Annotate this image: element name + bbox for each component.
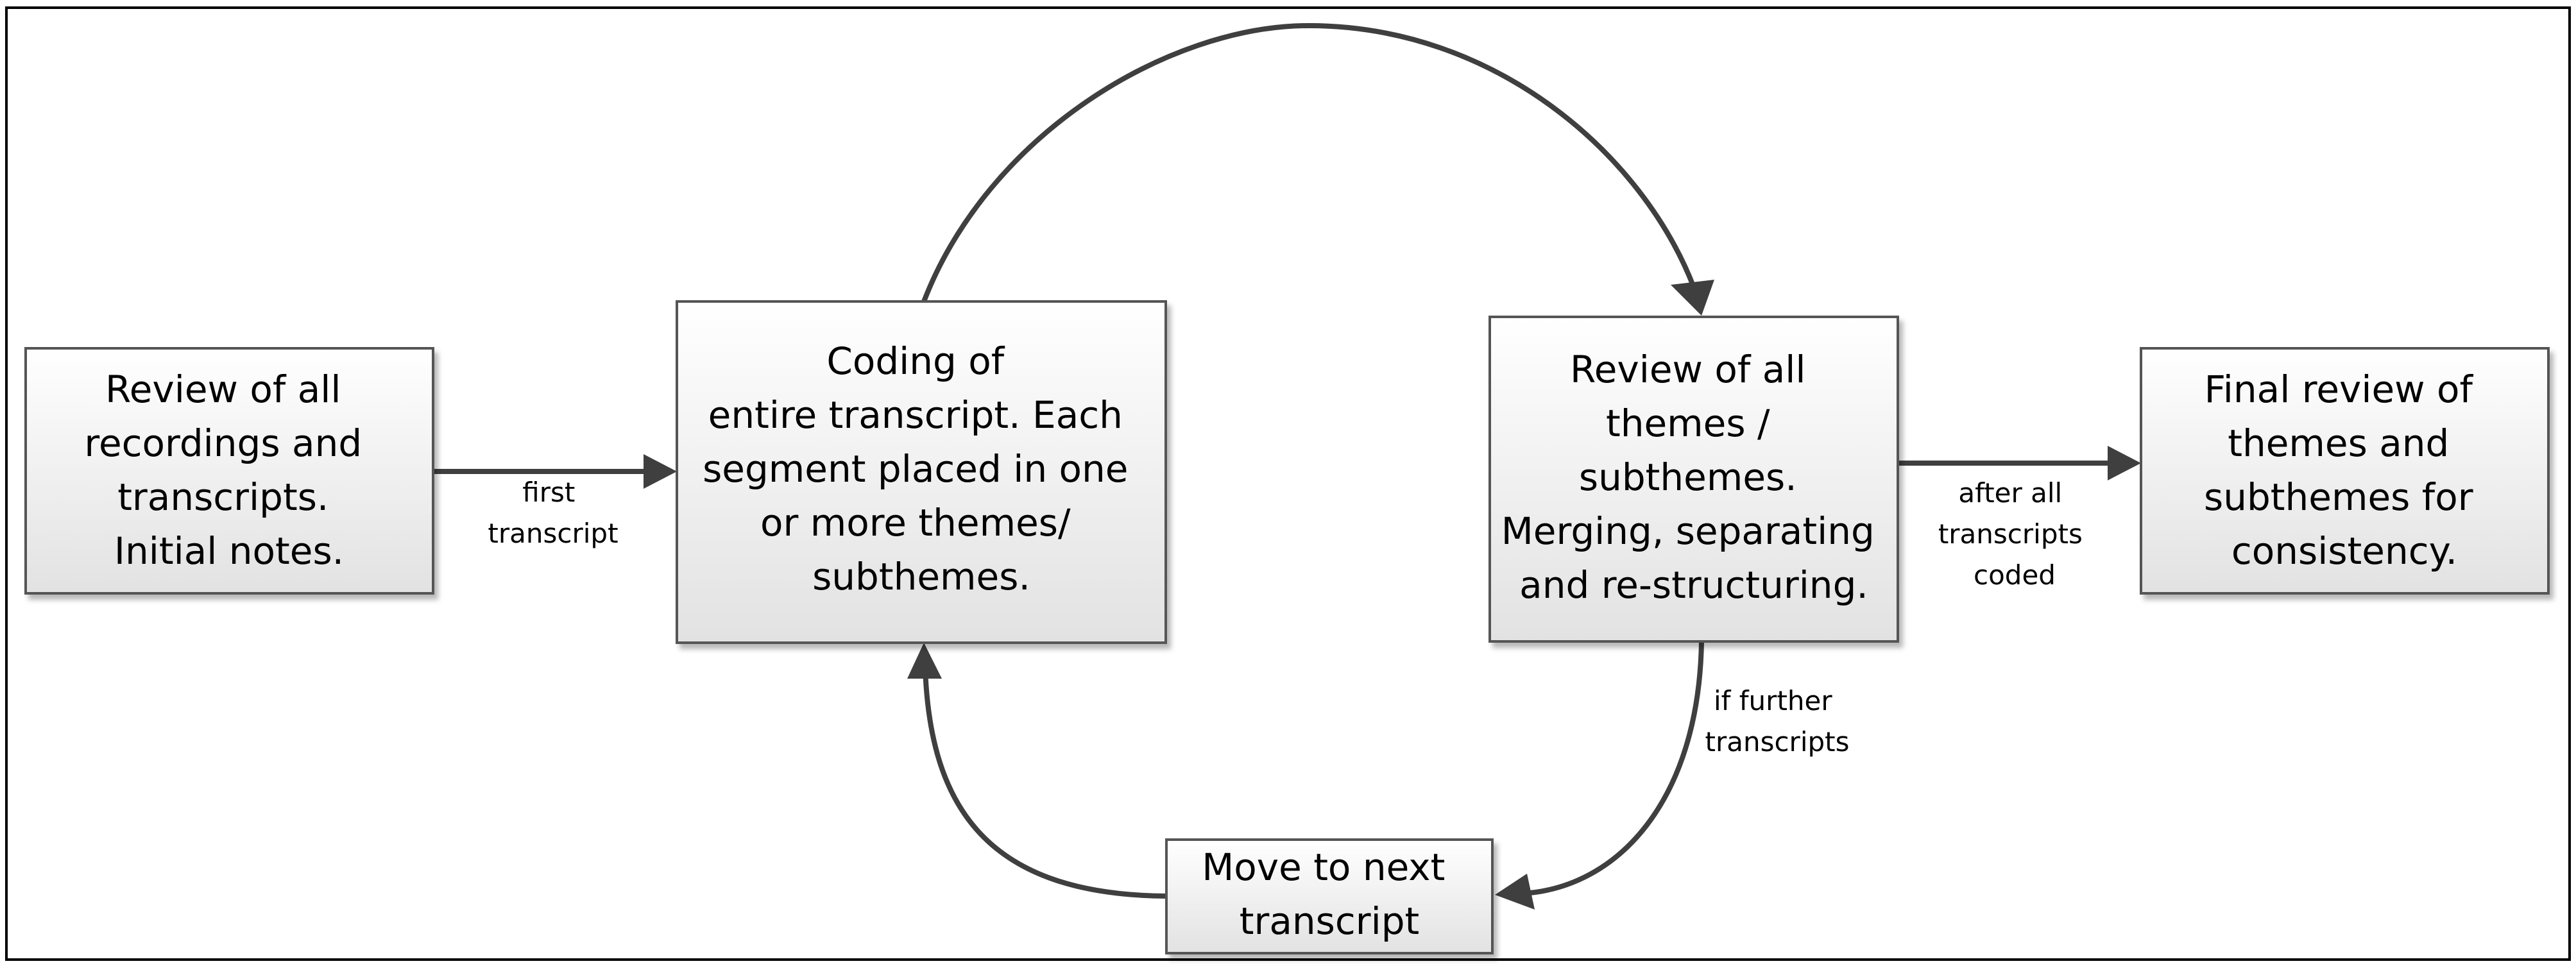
coding-line-2: entire transcript. Each [708,393,1123,437]
box-move-next: Move to next transcript [1165,838,1494,954]
if-further-line-2: transcripts [1705,726,1849,758]
svg-text:Final review of themes a: Final review of themes and subthemes for… [2204,368,2485,573]
review-all-line-3: transcripts. [117,475,328,519]
arrowhead-to-final-review [2108,446,2141,480]
svg-text:Move to next transcript: Move to next transcript [1202,845,1457,943]
label-first-transcript: first transcript [488,477,618,549]
first-transcript-line-1: first [522,477,575,508]
move-next-line-1: Move to next [1202,845,1445,889]
review-themes-line-3: subthemes. [1579,455,1797,499]
svg-text:Review of all themes /: Review of all themes / subthemes. Mergin… [1501,348,1886,607]
review-themes-line-4: Merging, separating [1501,509,1875,553]
arrowhead-to-coding [644,454,677,489]
final-review-line-1: Final review of [2205,368,2474,411]
arrowhead-to-coding-bottom [907,643,942,679]
box-final-review: Final review of themes and subthemes for… [2140,347,2550,595]
after-all-line-2: transcripts [1938,518,2083,550]
if-further-line-1: if further [1714,685,1832,716]
box-review-all: Review of all recordings and transcripts… [24,347,434,595]
final-review-line-4: consistency. [2231,529,2457,573]
arrowhead-to-move-next [1495,874,1535,910]
final-review-line-2: themes and [2228,421,2449,465]
coding-line-3: segment placed in one [703,447,1128,491]
label-if-further: if further transcripts [1705,685,1849,758]
review-all-line-1: Review of all [105,368,341,411]
svg-text:Review of all recordings: Review of all recordings and transcripts… [84,368,373,573]
review-all-line-2: recordings and [84,421,362,465]
review-themes-line-1: Review of all [1570,348,1805,391]
edge-coding-to-review [921,22,1696,303]
coding-line-5: subthemes. [812,555,1030,598]
svg-text:Coding of entire transcr: Coding of entire transcript. Each segmen… [703,339,1140,598]
review-themes-line-5: and re-structuring. [1519,563,1868,607]
diagram-frame [5,6,2571,961]
first-transcript-line-2: transcript [488,518,618,549]
review-all-line-4: Initial notes. [114,529,344,573]
move-next-line-2: transcript [1240,899,1420,943]
box-review-themes: Review of all themes / subthemes. Mergin… [1488,316,1899,643]
box-coding: Coding of entire transcript. Each segmen… [676,300,1167,644]
coding-line-1: Coding of [826,339,1005,383]
edge-move-to-coding [923,668,1167,899]
after-all-line-3: coded [1974,559,2056,591]
label-after-all-coded: after all transcripts coded [1938,477,2091,591]
after-all-line-1: after all [1958,477,2062,509]
review-themes-line-2: themes / [1606,402,1770,445]
arrowhead-to-review-themes [1671,280,1714,316]
coding-line-4: or more themes/ [760,501,1071,545]
final-review-line-3: subthemes for [2204,475,2473,519]
edge-if-further [1521,641,1704,896]
